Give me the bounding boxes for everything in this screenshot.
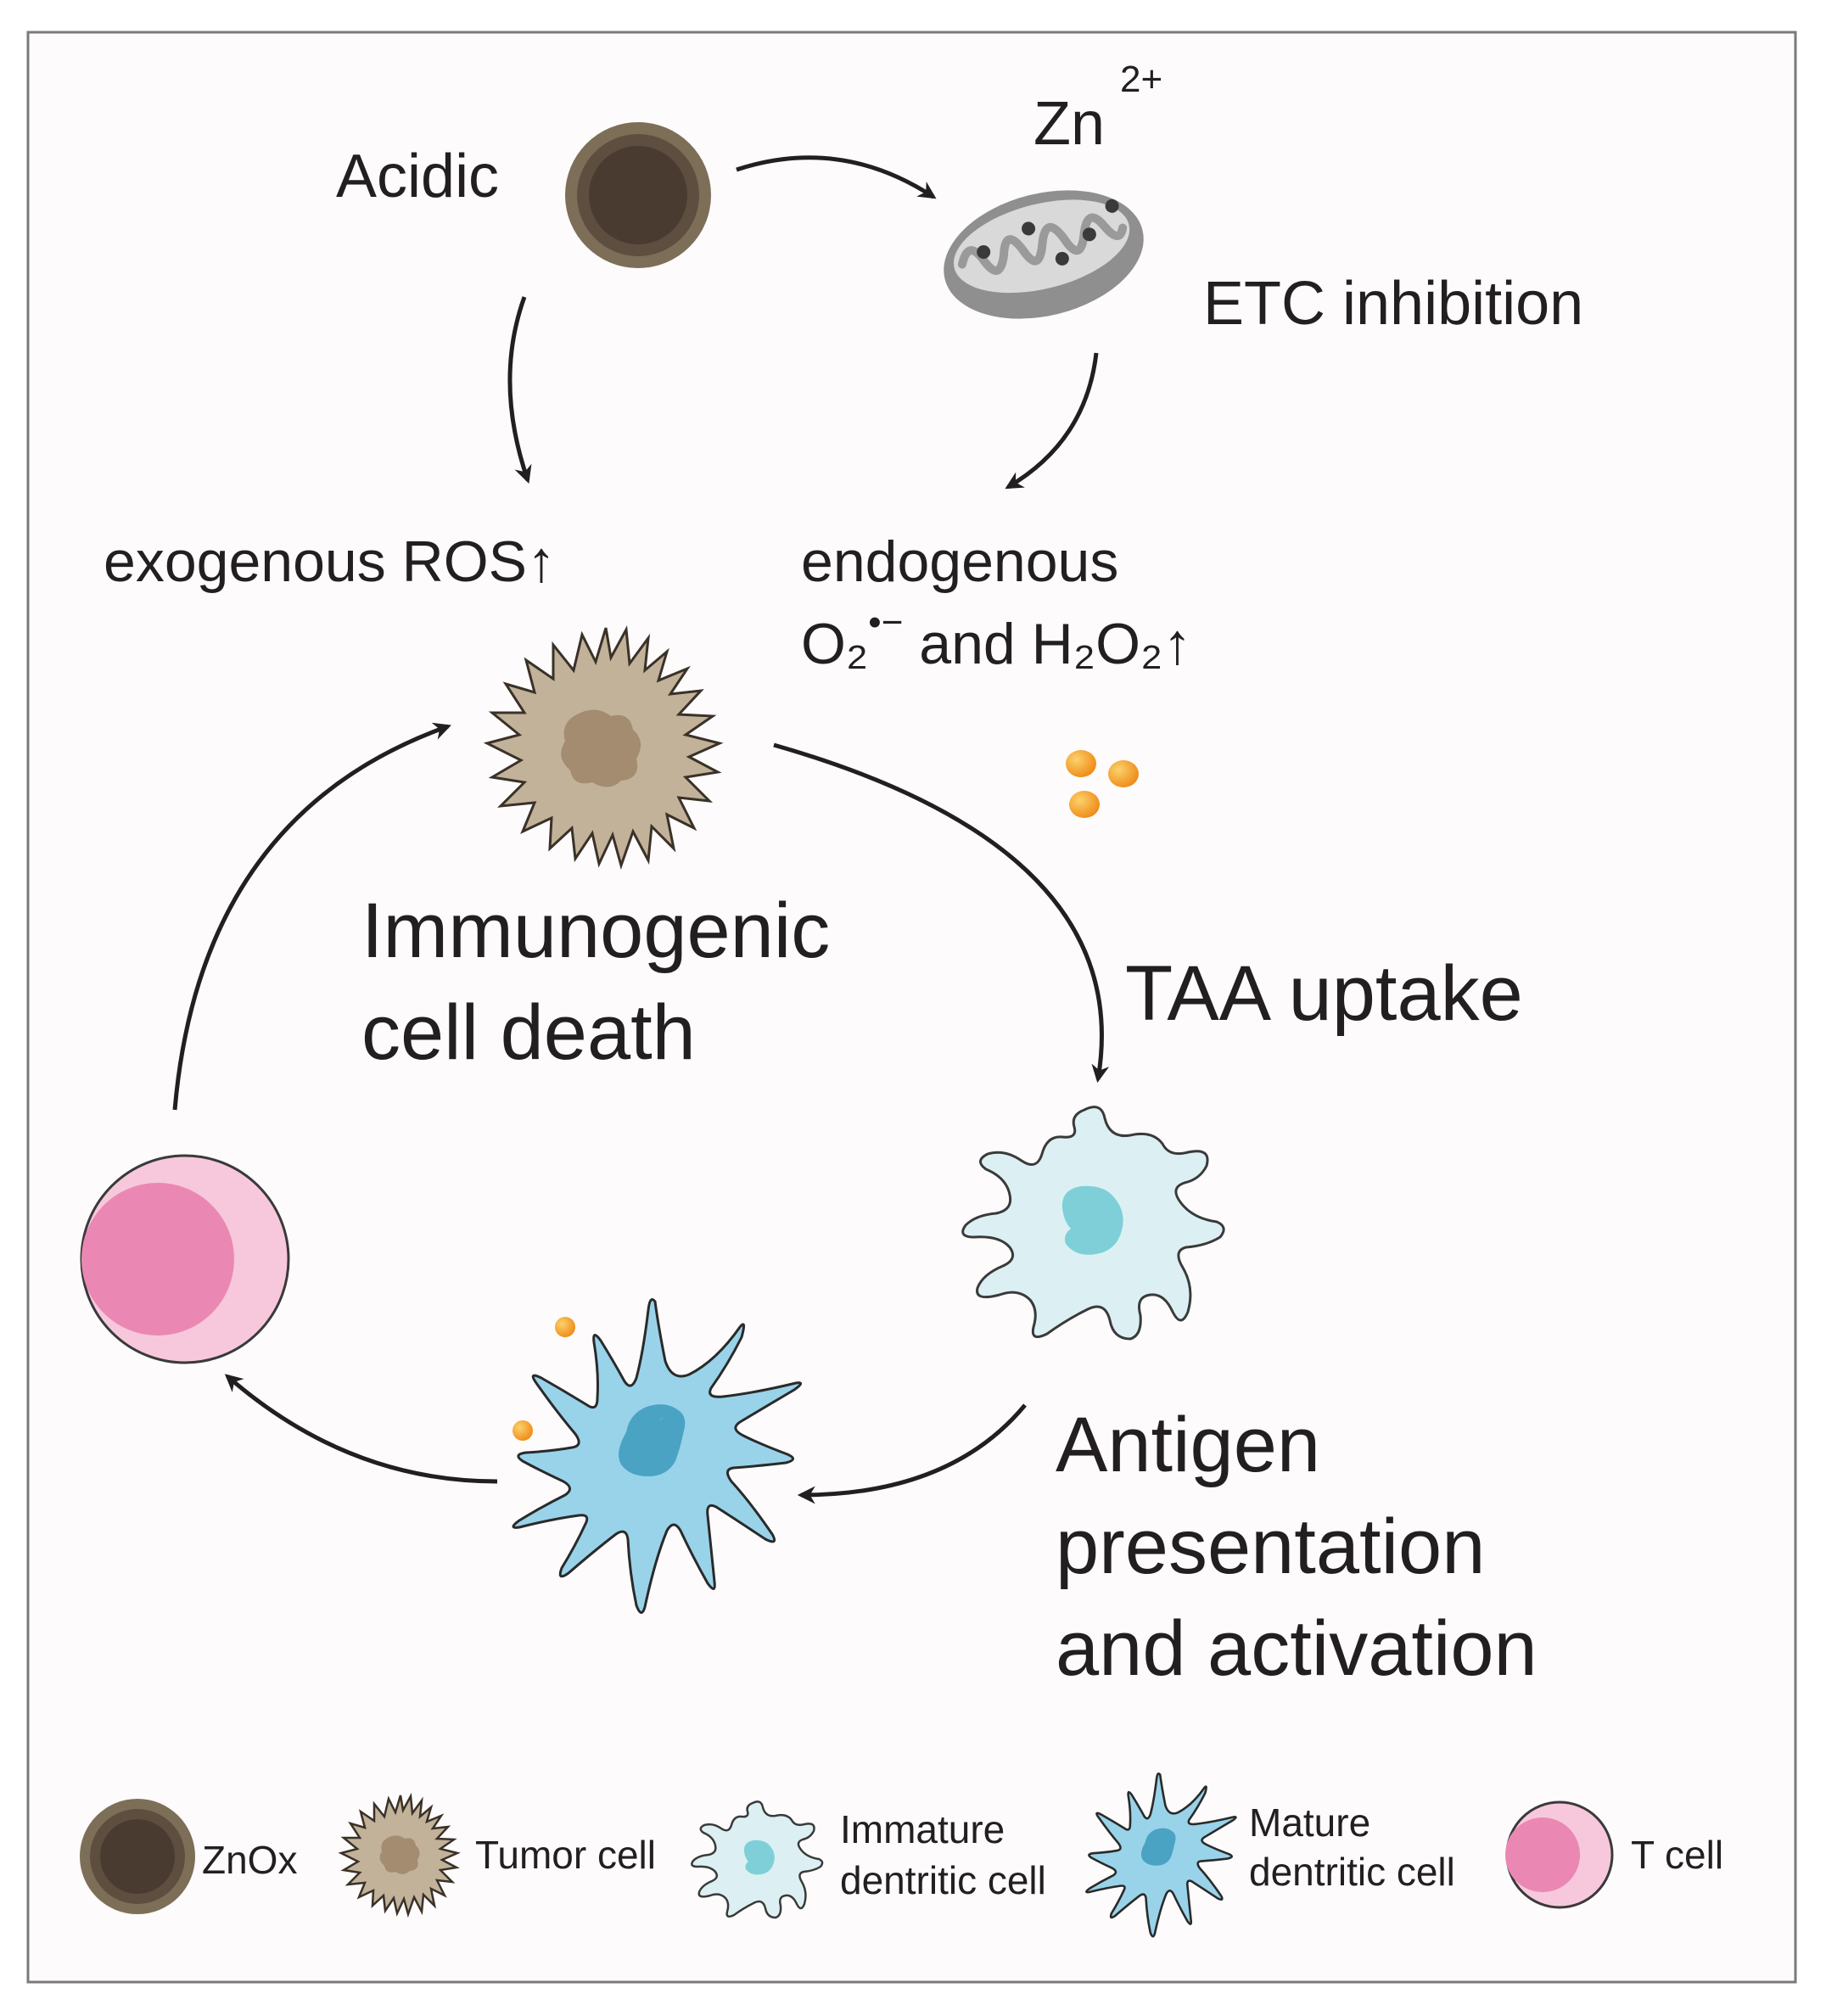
- legend-tumor-label: Tumor cell: [475, 1833, 656, 1877]
- antigen-dot: [555, 1317, 575, 1337]
- antigen-particles: [1066, 750, 1139, 818]
- endogenous-line1-label: endogenous: [801, 529, 1118, 594]
- zinc-dot: [1082, 227, 1096, 242]
- taa-uptake-label: TAA uptake: [1125, 950, 1523, 1037]
- arrow-znox-to-exogenous-ros: [507, 296, 532, 484]
- t-cell-nucleus: [81, 1183, 234, 1336]
- t-cell: [80, 1154, 290, 1364]
- antigen-line3-label: and activation: [1056, 1605, 1538, 1692]
- legend-immature-line2-label: dentritic cell: [840, 1858, 1046, 1902]
- legend-mature-line2-label: dentritic cell: [1249, 1850, 1455, 1894]
- legend-immature-line1-label: Immature: [840, 1807, 1005, 1851]
- legend: ZnOx Tumor cell Immature dentritic cell …: [80, 1772, 1723, 1938]
- zn-label: Zn: [1033, 90, 1105, 158]
- legend-znox-label: ZnOx: [202, 1838, 297, 1882]
- antigen-line1-label: Antigen: [1056, 1402, 1320, 1488]
- legend-t-cell-label: T cell: [1631, 1833, 1723, 1877]
- zn-charge-label: 2+: [1120, 59, 1162, 100]
- arrow-tumor-to-immature-dc: [773, 742, 1110, 1084]
- antigen-dot: [513, 1420, 533, 1441]
- antigen-dot: [1108, 760, 1139, 787]
- arrow-immature-to-mature-dc: [797, 1403, 1027, 1504]
- mitochondrion-cristae: [957, 213, 1128, 275]
- legend-t-cell-icon: [1505, 1800, 1614, 1909]
- antigen-dot: [1069, 791, 1100, 818]
- zinc-dot: [1105, 199, 1119, 213]
- mature-dendritic-cell: [512, 1298, 803, 1615]
- etc-inhibition-label: ETC inhibition: [1203, 270, 1583, 338]
- zinc-dot: [1055, 251, 1069, 266]
- antigen-line2-label: presentation: [1056, 1504, 1485, 1590]
- zinc-dot: [977, 245, 991, 260]
- mitochondrion-icon: [944, 190, 1144, 319]
- icd-line1-label: Immunogenic: [361, 888, 830, 974]
- h2o2-text: and H₂O₂↑: [903, 612, 1191, 676]
- znox-particle: [565, 122, 711, 268]
- o2-text: O₂: [801, 612, 868, 676]
- legend-mature-line1-label: Mature: [1249, 1800, 1370, 1845]
- superoxide-radical-text: •−: [868, 602, 903, 643]
- antigen-dot: [1066, 750, 1096, 777]
- arrow-t-cell-to-tumor: [172, 722, 451, 1111]
- figure-frame: [26, 31, 1797, 1984]
- endogenous-line2-label: O₂•− and H₂O₂↑: [801, 602, 1191, 676]
- znox-core: [589, 146, 687, 244]
- arrow-mature-dc-to-t-cell: [224, 1374, 498, 1484]
- icd-line2-label: cell death: [361, 989, 696, 1076]
- zinc-dot: [1022, 221, 1036, 236]
- acidic-label: Acidic: [336, 143, 499, 210]
- arrow-mitochondrion-to-endogenous-ros: [1005, 352, 1099, 490]
- arrow-znox-to-mitochondrion: [736, 155, 937, 199]
- exogenous-ros-label: exogenous ROS↑: [104, 529, 556, 594]
- legend-znox-icon: [80, 1799, 195, 1914]
